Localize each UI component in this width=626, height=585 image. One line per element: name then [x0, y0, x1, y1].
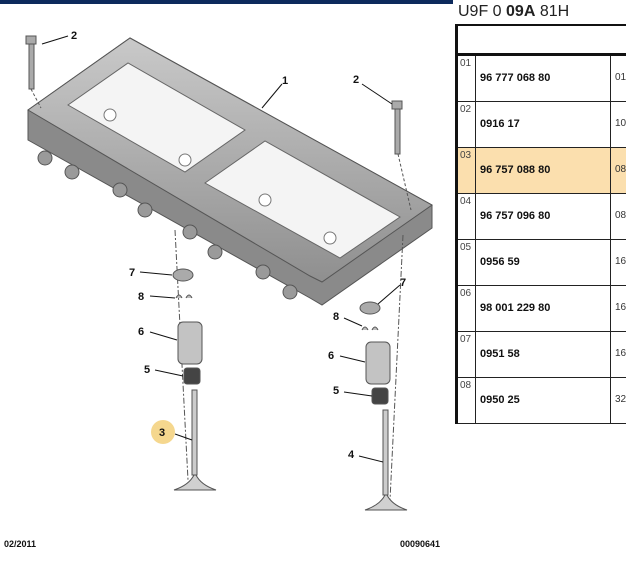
part-quantity: 08 — [610, 148, 626, 193]
row-index: 04 — [460, 196, 472, 207]
title-bold: 09A — [506, 3, 536, 20]
part-quantity: 01 — [610, 56, 626, 101]
panel-title: U9F 0 09A 81H — [458, 3, 569, 21]
callout-7[interactable]: 7 — [400, 277, 406, 289]
valve-assembly-right — [359, 234, 408, 511]
row-index: 03 — [460, 150, 472, 161]
highlight-marker — [151, 420, 175, 444]
part-quantity: 08 — [610, 194, 626, 239]
callout-2[interactable]: 2 — [353, 74, 359, 86]
diagram-date: 02/2011 — [4, 539, 37, 549]
callout-8[interactable]: 8 — [333, 311, 339, 323]
callout-6[interactable]: 6 — [138, 326, 144, 338]
callout-4[interactable]: 4 — [348, 449, 355, 461]
callout-8[interactable]: 8 — [138, 291, 144, 303]
exploded-parts-diagram: 2 1 2 7 8 6 5 3 7 8 6 5 4 — [25, 30, 433, 511]
divider — [455, 24, 458, 424]
leader-lines — [41, 35, 401, 463]
row-index: 07 — [460, 334, 472, 345]
part-reference[interactable]: 98 001 229 80 — [475, 286, 610, 331]
divider — [455, 53, 626, 56]
part-quantity: 32 — [610, 378, 626, 423]
part-reference[interactable]: 96 757 088 80 — [475, 148, 610, 193]
part-quantity: 16 — [610, 332, 626, 377]
diagram-number: 00090641 — [400, 539, 441, 549]
title-suffix: 81H — [535, 3, 570, 20]
callout-5[interactable]: 5 — [144, 364, 150, 376]
part-reference[interactable]: 0956 59 — [475, 240, 610, 285]
divider — [455, 24, 626, 26]
part-quantity: 16 — [610, 240, 626, 285]
callout-7[interactable]: 7 — [129, 267, 135, 279]
callout-2[interactable]: 2 — [71, 30, 77, 42]
valve-assembly-left — [172, 229, 217, 491]
callout-6[interactable]: 6 — [328, 350, 334, 362]
row-index: 06 — [460, 288, 472, 299]
callout-3[interactable]: 3 — [159, 427, 165, 439]
title-prefix: U9F 0 — [458, 3, 507, 20]
top-bar — [0, 0, 453, 4]
row-index: 02 — [460, 104, 472, 115]
part-reference[interactable]: 0951 58 — [475, 332, 610, 377]
callout-1[interactable]: 1 — [282, 75, 288, 87]
row-index: 05 — [460, 242, 472, 253]
part-reference[interactable]: 0950 25 — [475, 378, 610, 423]
bolt-right — [391, 100, 412, 211]
bolt-left — [25, 35, 42, 109]
row-index: 08 — [460, 380, 472, 391]
callout-5[interactable]: 5 — [333, 385, 339, 397]
part-quantity: 16 — [610, 286, 626, 331]
rocker-arm-housing — [27, 37, 433, 306]
part-quantity: 10 — [610, 102, 626, 147]
part-reference[interactable]: 0916 17 — [475, 102, 610, 147]
part-reference[interactable]: 96 757 096 80 — [475, 194, 610, 239]
row-index: 01 — [460, 58, 472, 69]
part-reference[interactable]: 96 777 068 80 — [475, 56, 610, 101]
